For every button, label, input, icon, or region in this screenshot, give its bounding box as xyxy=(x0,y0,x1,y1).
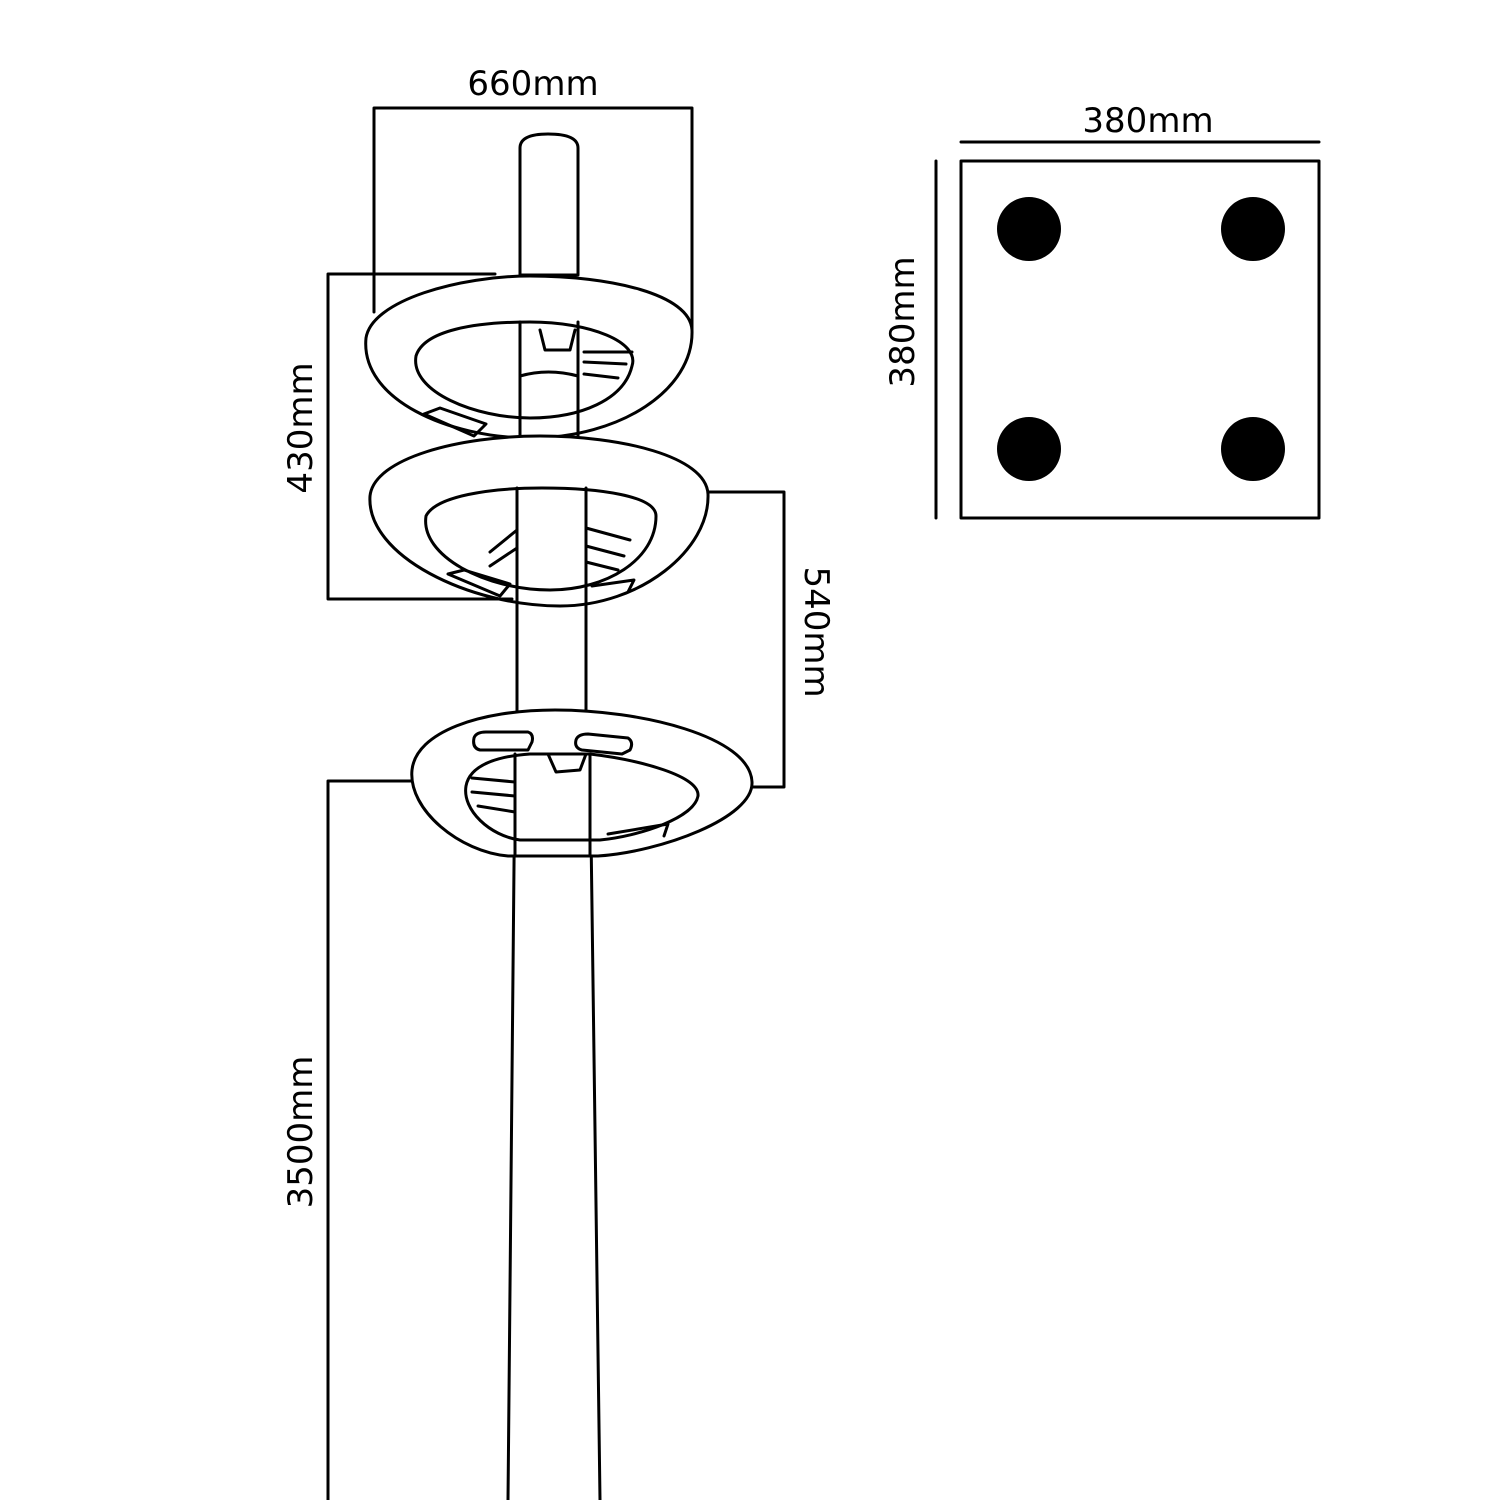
pole-shaft xyxy=(506,758,602,1500)
dim-line-pole-height xyxy=(326,779,414,1500)
dim-label-plate-width: 380mm xyxy=(1082,101,1213,141)
bolt-hole-top-right xyxy=(1221,197,1285,261)
dim-line-lower-ring-spacing xyxy=(706,490,786,789)
dim-line-top-ring-spacing xyxy=(326,272,514,601)
pole-finial xyxy=(518,132,580,277)
ring-top xyxy=(364,274,694,440)
bolt-hole-top-left xyxy=(997,197,1061,261)
side-view: 660mm 430mm 540mm 3500mm xyxy=(281,64,836,1500)
ring-middle xyxy=(368,434,710,608)
bolt-hole-bottom-right xyxy=(1221,417,1285,481)
base-plate-view: 380mm 380mm xyxy=(883,101,1321,520)
dim-label-ring-width: 660mm xyxy=(467,64,598,104)
dim-label-plate-height: 380mm xyxy=(883,256,923,387)
dim-label-lower-ring-spacing: 540mm xyxy=(796,566,836,697)
dim-line-ring-width xyxy=(372,106,694,332)
bolt-hole-bottom-left xyxy=(997,417,1061,481)
dim-label-top-ring-spacing: 430mm xyxy=(281,362,321,493)
base-plate xyxy=(959,159,1321,520)
ring-lower xyxy=(410,708,754,858)
dim-label-pole-height: 3500mm xyxy=(281,1056,321,1209)
pole-mid-section xyxy=(515,598,588,714)
